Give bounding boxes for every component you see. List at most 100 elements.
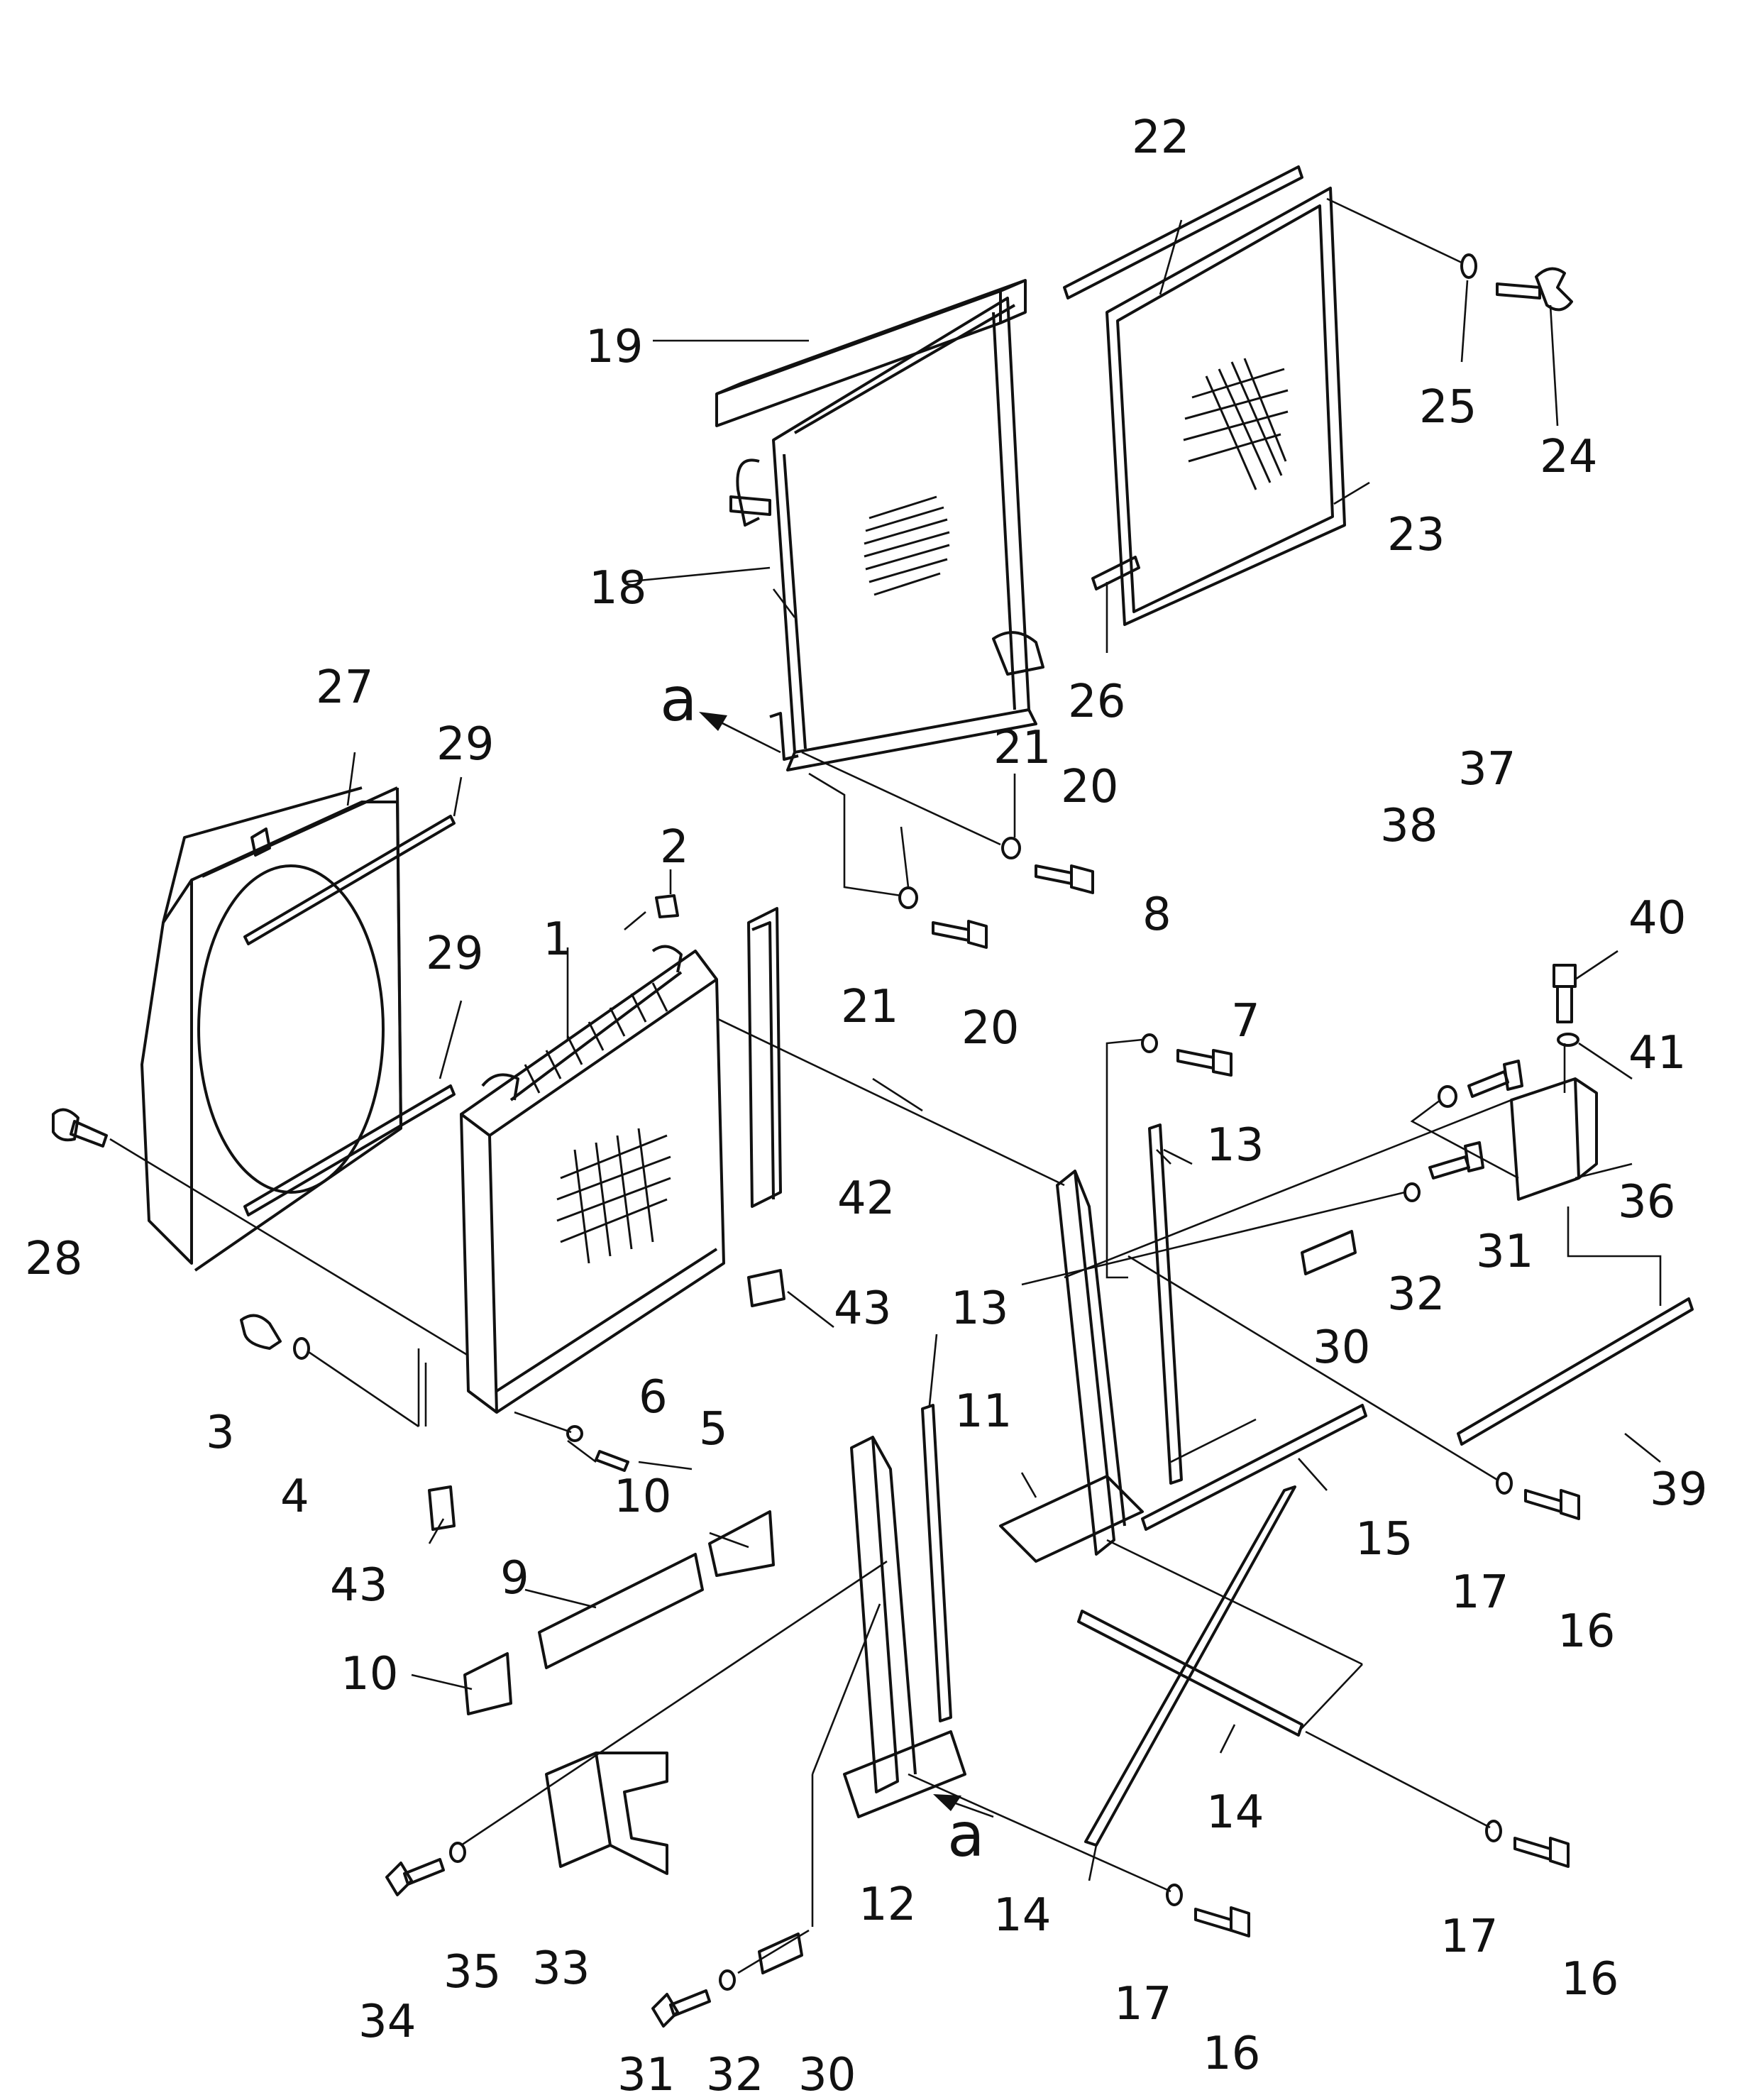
part-22-strip <box>1063 165 1303 299</box>
part-13-rail-upper <box>1148 1123 1183 1485</box>
part-30-plate-lower <box>758 1933 803 1974</box>
callout-40: 40 <box>1628 892 1686 945</box>
radiator-top-fins-icon <box>524 982 668 1094</box>
callout-15: 15 <box>1355 1513 1413 1566</box>
part-3-plug <box>240 1314 282 1350</box>
part-29-gasket-top <box>243 815 456 945</box>
radiator-core-mesh-icon <box>556 1128 671 1264</box>
view-marker-top: a <box>660 664 781 754</box>
part-40-bolt <box>1553 964 1577 1023</box>
view-marker-bottom: a <box>933 1794 994 1871</box>
part-14-brace-horizontal <box>1077 1610 1303 1737</box>
callout-21-lower: 21 <box>841 981 898 1033</box>
callout-13-lower: 13 <box>951 1282 1008 1335</box>
callout-30-lower: 30 <box>798 2049 856 2100</box>
callout-26: 26 <box>1068 676 1125 728</box>
part-10-block-right <box>708 1510 775 1577</box>
callout-14-right: 14 <box>1206 1786 1264 1839</box>
callout-19: 19 <box>585 321 643 373</box>
callout-25: 25 <box>1419 381 1477 434</box>
part-21-washer-upper <box>1001 837 1021 859</box>
part-38-washer <box>1438 1085 1457 1108</box>
part-43-block-upper <box>747 1269 785 1307</box>
callout-29-upper: 29 <box>436 718 494 771</box>
callout-37: 37 <box>1458 743 1516 796</box>
callout-38: 38 <box>1380 800 1438 852</box>
callout-31-lower: 31 <box>617 2049 675 2100</box>
callout-43-lower: 43 <box>330 1559 387 1612</box>
callout-13-upper: 13 <box>1206 1119 1264 1172</box>
callout-4: 4 <box>280 1470 309 1523</box>
part-39-brace <box>1457 1297 1694 1446</box>
callout-17-middle: 17 <box>1440 1911 1498 1963</box>
part-13-rail-lower <box>921 1404 952 1722</box>
callout-42: 42 <box>837 1172 895 1225</box>
screen-mesh-icon <box>1183 358 1289 490</box>
part-23-screen <box>1105 187 1346 626</box>
callout-16-middle: 16 <box>1561 1953 1619 2006</box>
part-36-bracket <box>1510 1077 1598 1201</box>
part-2-cap <box>655 894 679 918</box>
callout-29-lower: 29 <box>426 928 483 980</box>
callout-17-upper: 17 <box>1451 1566 1509 1619</box>
callout-3: 3 <box>206 1407 235 1459</box>
callout-leaders <box>346 219 1661 1881</box>
part-17-washer-upper <box>1496 1472 1513 1495</box>
part-43-block-lower <box>428 1485 456 1531</box>
callout-16-upper: 16 <box>1557 1605 1615 1658</box>
part-19-seal-bar <box>715 279 1027 427</box>
part-41-washer <box>1557 1033 1579 1047</box>
callout-35: 35 <box>443 1946 501 1999</box>
callout-11: 11 <box>954 1385 1012 1438</box>
callout-41: 41 <box>1628 1027 1686 1079</box>
callout-34: 34 <box>358 1996 416 2048</box>
part-11-bracket <box>999 1170 1144 1563</box>
part-27-shroud <box>140 786 402 1272</box>
callout-21-upper: 21 <box>993 722 1051 774</box>
callout-12: 12 <box>859 1879 916 1931</box>
view-marker-bottom-label: a <box>947 1800 985 1871</box>
callout-20-upper: 20 <box>1061 761 1118 813</box>
callout-32-upper: 32 <box>1387 1268 1445 1321</box>
part-18-oil-cooler <box>729 297 1044 771</box>
callout-6: 6 <box>639 1371 668 1424</box>
callout-22: 22 <box>1132 111 1189 164</box>
part-20-bolt-upper <box>1035 864 1094 894</box>
part-28-bolt <box>52 1108 108 1148</box>
callout-10-lower: 10 <box>341 1648 398 1700</box>
part-37-bolt <box>1467 1060 1523 1098</box>
part-20-bolt-lower <box>932 920 988 949</box>
part-42-block <box>747 907 782 1208</box>
callout-32-lower: 32 <box>706 2049 763 2100</box>
callout-39: 39 <box>1650 1463 1707 1516</box>
callout-16-lower: 16 <box>1203 2028 1260 2080</box>
callout-17-lower: 17 <box>1114 1978 1171 2030</box>
part-10-block-left <box>463 1652 512 1715</box>
part-24-wing-bolt <box>1496 267 1573 312</box>
part-30-plate-upper <box>1301 1230 1357 1275</box>
part-17-washer-lower <box>1166 1884 1183 1906</box>
callout-36: 36 <box>1618 1176 1675 1228</box>
oil-cooler-fins-icon <box>864 495 950 596</box>
part-4-washer <box>293 1337 310 1360</box>
callout-28: 28 <box>25 1233 82 1285</box>
callout-7: 7 <box>1231 995 1260 1048</box>
part-31-bolt-upper <box>1428 1141 1484 1180</box>
callout-27: 27 <box>316 661 373 714</box>
callout-33: 33 <box>532 1942 590 1995</box>
part-29-gasket-bottom <box>243 1084 456 1216</box>
part-6-clip <box>566 1425 583 1442</box>
callout-10-upper: 10 <box>614 1470 671 1523</box>
part-16-bolt-middle <box>1513 1837 1570 1868</box>
part-8-washer <box>1141 1033 1158 1053</box>
part-32-washer-upper <box>1404 1182 1421 1202</box>
callout-43-upper: 43 <box>834 1282 891 1335</box>
callout-18: 18 <box>589 562 646 615</box>
callout-24: 24 <box>1540 431 1597 483</box>
part-34-bolt <box>385 1858 445 1896</box>
callout-5: 5 <box>699 1403 728 1456</box>
callout-30-upper: 30 <box>1313 1321 1370 1374</box>
callout-9: 9 <box>500 1552 529 1605</box>
part-17-washer-middle <box>1485 1820 1502 1842</box>
